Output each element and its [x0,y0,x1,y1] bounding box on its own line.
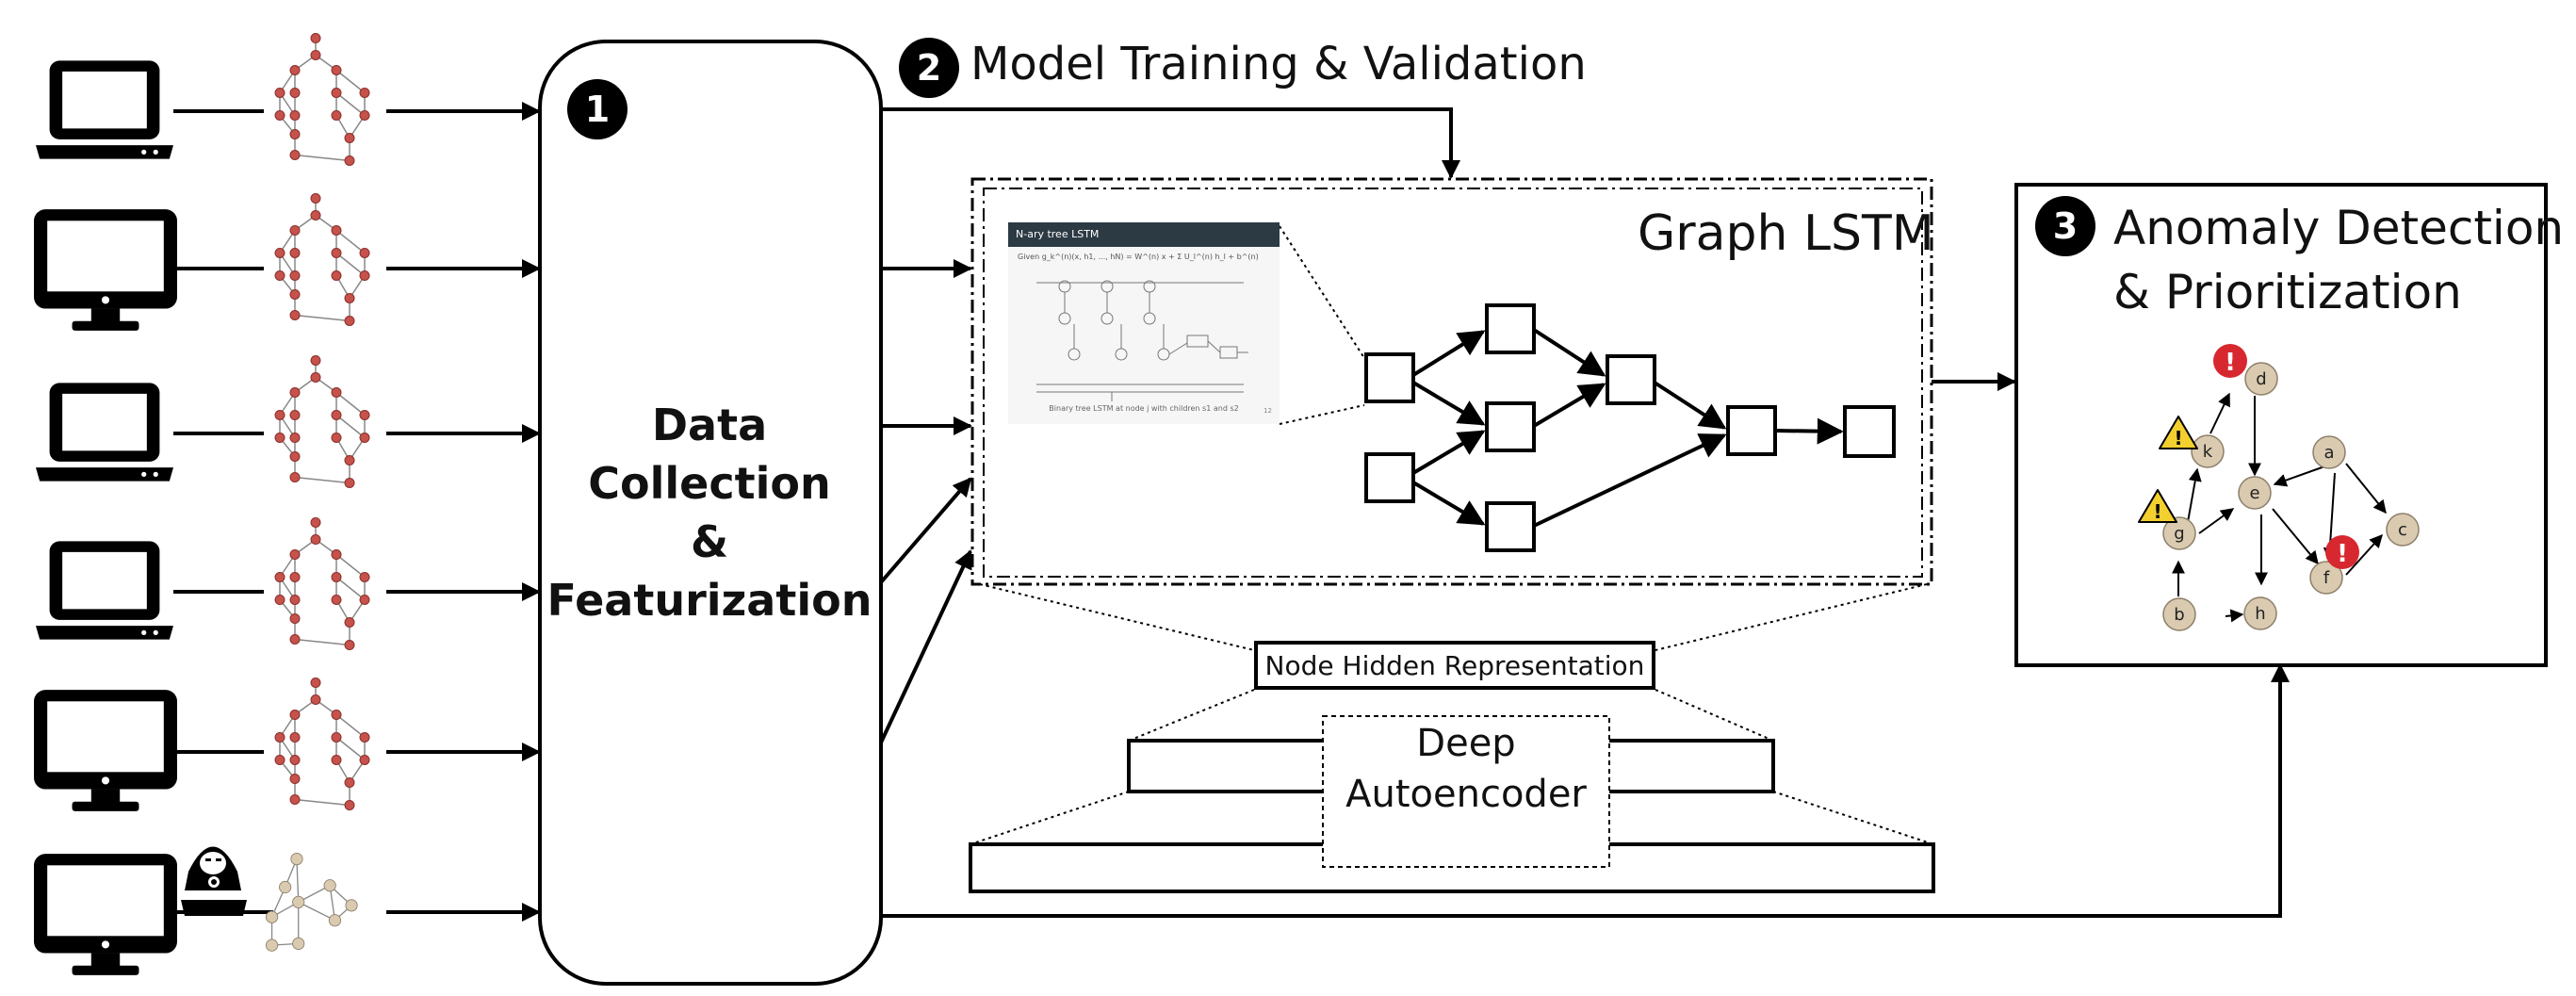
detection-graph: d k a e g c f b h ! ! ! ! [2138,344,2420,631]
lstm-cell [1606,354,1656,405]
data-collection-label: Data Collection & Featurization [540,396,879,629]
warning-icon: ! [2159,416,2198,449]
model-training-title: Model Training & Validation [970,38,1587,90]
node-label: k [2203,442,2213,462]
hacker-icon [181,846,247,916]
graph-node-k [2191,434,2225,468]
lstm-cell [1485,401,1536,452]
host-row-4 [36,516,541,651]
desktop-icon [34,854,177,975]
node-label: h [2255,604,2265,624]
graph-node-b [2162,597,2196,631]
critical-alert-icon: ! [2213,344,2247,378]
zoom-line [1128,689,1255,742]
lstm-cell [1485,303,1536,354]
node-label: e [2249,483,2259,503]
node-label: c [2398,520,2407,540]
provenance-graph-normal [274,32,370,167]
desktop-icon [34,209,177,331]
anomaly-detection-title: Anomaly Detection & Prioritization [2113,196,2564,324]
node-label: g [2174,524,2184,544]
node-label: a [2323,443,2334,463]
data-collection-line: Data [651,400,768,450]
desktop-icon [34,690,177,811]
zoom-line [1655,689,1774,742]
data-collection-line: Featurization [546,575,872,626]
graph-lstm-title: Graph LSTM [1638,205,1934,262]
slide-page-number: 12 [1264,407,1272,415]
svg-text:!: ! [2153,500,2161,523]
graph-node-f [2309,561,2343,595]
anomaly-title-line: & Prioritization [2113,265,2462,319]
zoom-line [1772,791,1934,845]
svg-text:!: ! [2174,427,2182,449]
graph-node-c [2386,513,2420,547]
lstm-edges [1411,328,1844,528]
graph-node-e [2238,476,2272,510]
svg-text:!: ! [2337,540,2348,568]
autoencoder-line: Deep [1416,722,1516,765]
warning-icon: ! [2138,489,2177,523]
data-collection-line: Collection [588,458,831,509]
graph-node-a [2312,435,2346,469]
zoom-line [1655,583,1928,651]
lstm-network [1364,303,1896,552]
node-label: f [2323,568,2330,588]
lstm-cell [1364,452,1415,503]
slide-caption: Binary tree LSTM at node j with children… [1049,404,1239,413]
data-collection-box [538,40,883,986]
zoom-line [1279,404,1365,425]
host-row-2 [34,192,541,331]
svg-text:!: ! [2225,349,2236,377]
flow-arrow [879,549,972,743]
lstm-cell [1726,405,1777,456]
host-row-3 [36,354,541,489]
provenance-graph-normal [274,516,370,651]
slide-header: N-ary tree LSTM [1008,222,1280,247]
autoencoder-line: Autoencoder [1345,773,1587,816]
anomaly-title-line: Anomaly Detection [2113,201,2565,255]
flow-arrow [879,477,972,584]
provenance-graph-normal [274,192,370,327]
laptop-icon [36,383,173,482]
host-row-6-compromised [34,846,541,975]
lstm-cell [1364,352,1415,403]
zoom-line [979,583,1255,651]
slide-formula: Given g_k^(n)(x, h1, ..., hN) = W^(n) x … [1018,253,1259,261]
deep-autoencoder-label: Deep Autoencoder [1323,718,1609,820]
laptop-icon [36,60,173,159]
stage-1-badge: 1 [567,79,628,139]
critical-alert-icon: ! [2325,535,2359,569]
node-hidden-representation-box: Node Hidden Representation [1254,641,1655,690]
data-collection-line: & [690,516,729,567]
node-label: d [2256,369,2266,389]
provenance-graph-normal [274,677,370,811]
slide-lstm-schematic [1036,280,1248,401]
host-row-1 [36,32,541,167]
autoencoder-core-box [1322,715,1610,868]
tree-lstm-slide-thumbnail: N-ary tree LSTM Given g_k^(n)(x, h1, ...… [1008,222,1280,424]
laptop-icon [36,541,173,640]
graph-node-d [2244,362,2278,396]
provenance-graph-attacked [265,852,358,953]
graph-node-g [2162,516,2196,550]
graph-node-h [2243,596,2277,630]
lstm-cell [1843,405,1896,458]
lstm-cell [1485,501,1536,552]
graph-lstm-outer-frame [970,177,1933,586]
detection-arrow [881,663,2290,918]
zoom-line [970,791,1130,845]
stage-2-badge: 2 [899,38,959,98]
host-row-5 [34,677,541,811]
training-arrow [881,107,1460,179]
anomaly-detection-box [2014,183,2548,667]
provenance-graph-normal [274,354,370,489]
stage-3-badge: 3 [2035,196,2095,256]
node-label: b [2174,605,2184,625]
